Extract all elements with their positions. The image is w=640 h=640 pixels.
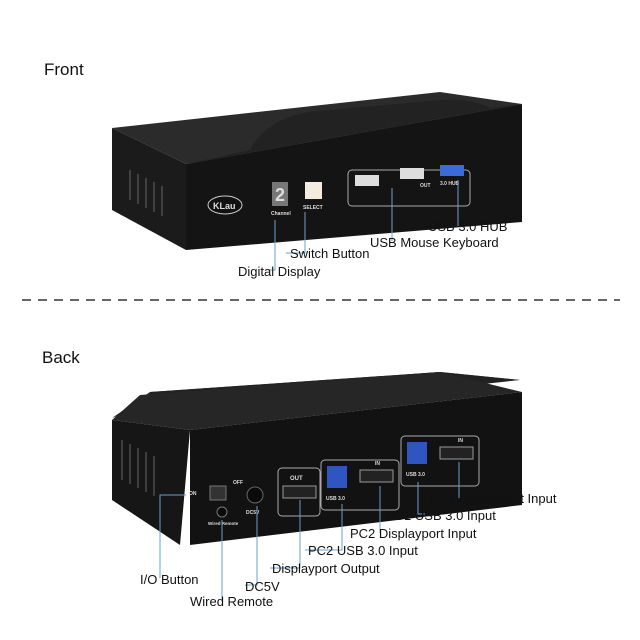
pc1-usb-label: USB 3.0 (406, 472, 425, 478)
digital-display-digit: 2 (275, 185, 285, 205)
hub-label: 3.0 HUB (440, 181, 460, 187)
usb3-hub-port[interactable] (440, 165, 464, 176)
wired-remote-jack[interactable] (216, 506, 228, 518)
dp-output-port[interactable] (282, 485, 317, 499)
front-device: KLau 2 Channel SELECT 3.0 HUB OUT (112, 92, 522, 250)
pc2-in-label: IN (375, 461, 380, 467)
select-button[interactable] (305, 182, 322, 199)
select-label: SELECT (303, 205, 323, 211)
dc-jack[interactable] (246, 486, 264, 504)
wired-remote-device-label: Wired Remote (208, 521, 239, 526)
power-switch[interactable] (209, 485, 227, 501)
back-device: ON OFF Wired Remote DC5V OUT USB 3.0 IN … (112, 372, 522, 545)
usb-port-mouse[interactable] (400, 168, 424, 179)
pc2-usb-label: USB 3.0 (326, 496, 345, 502)
brand-logo: KLau (213, 201, 236, 211)
pc2-dp-port[interactable] (359, 469, 394, 483)
channel-label: Channel (271, 211, 291, 217)
label-digital-display: Digital Display (238, 264, 321, 279)
front-leader-lines (268, 180, 459, 271)
dp-out-label: OUT (290, 476, 303, 482)
back-leader-lines (159, 462, 460, 600)
dc5v-device-label: DC5V (246, 510, 260, 516)
label-wired-remote: Wired Remote (190, 594, 274, 609)
off-label: OFF (233, 480, 243, 486)
on-label: ON (189, 491, 197, 497)
pc1-in-label: IN (458, 438, 463, 444)
usb-port-keyboard[interactable] (355, 175, 379, 186)
pc1-usb-port[interactable] (407, 442, 427, 464)
back-heading: Back (42, 348, 80, 367)
out-label: OUT (420, 183, 431, 189)
label-dp-output: Displayport Output (272, 561, 380, 576)
label-pc2-dp: PC2 Displayport Input (350, 526, 477, 541)
label-pc2-usb: PC2 USB 3.0 Input (308, 543, 418, 558)
label-usb-hub: USB 3.0 HUB (428, 219, 508, 234)
label-usb-mouse-keyboard: USB Mouse Keyboard (370, 235, 499, 250)
label-dc5v: DC5V (245, 579, 280, 594)
pc2-usb-port[interactable] (327, 466, 347, 488)
front-heading: Front (44, 60, 84, 79)
label-pc1-dp: PC1 Displayport Input (430, 491, 557, 506)
label-switch-button: Switch Button (290, 246, 370, 261)
label-pc1-usb: PC1 USB 3.0 Input (386, 508, 496, 523)
label-io-button: I/O Button (140, 572, 199, 587)
pc1-dp-port[interactable] (439, 446, 474, 460)
